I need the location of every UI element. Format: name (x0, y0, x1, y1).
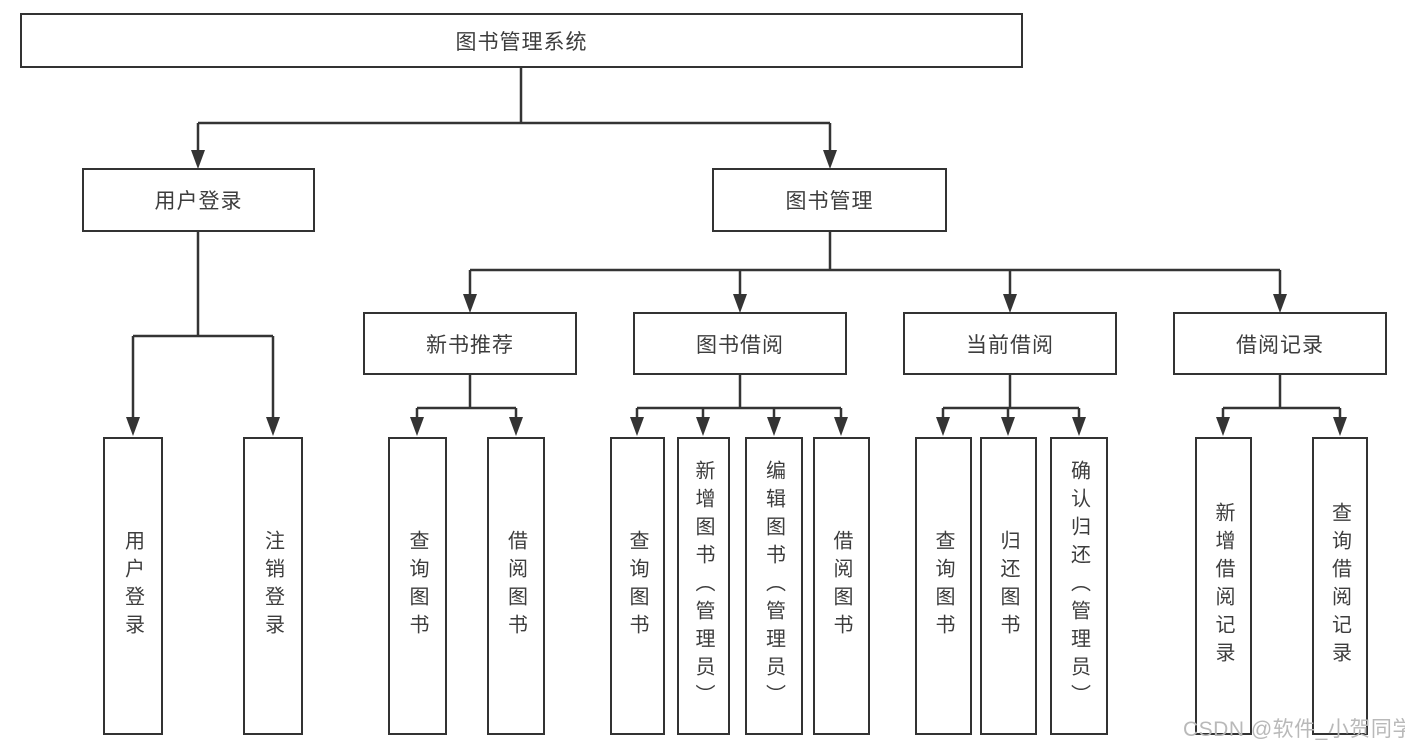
node-current-borrowing: 当前借阅 (903, 312, 1117, 375)
watermark: CSDN @软件_小贺同学 (1183, 718, 1405, 741)
leaf-return-books: 归还图书 (980, 437, 1037, 735)
node-label: 图书管理系统 (455, 30, 588, 54)
leaf-label: 归还图书 (997, 530, 1019, 642)
node-book-borrowing: 图书借阅 (633, 312, 847, 375)
leaf-borrow-books-borrowing: 借阅图书 (813, 437, 870, 735)
leaf-label: 查询图书 (406, 530, 428, 642)
leaf-borrow-books-recommend: 借阅图书 (487, 437, 545, 735)
leaf-label: 确认归还（管理员） (1067, 460, 1090, 712)
node-label: 新书推荐 (426, 333, 514, 357)
leaf-label: 用户登录 (121, 530, 144, 642)
leaf-confirm-return-admin: 确认归还（管理员） (1050, 437, 1108, 735)
leaf-label: 查询图书 (932, 530, 954, 642)
node-label: 用户登录 (154, 190, 243, 213)
node-user-login: 用户登录 (82, 168, 315, 232)
leaf-query-books-borrowing: 查询图书 (610, 437, 665, 735)
leaf-label: 编辑图书（管理员） (762, 460, 785, 712)
leaf-add-books-admin: 新增图书（管理员） (677, 437, 730, 735)
leaf-query-books-recommend: 查询图书 (388, 437, 447, 735)
leaf-user-login: 用户登录 (103, 437, 163, 735)
leaf-edit-books-admin: 编辑图书（管理员） (745, 437, 803, 735)
leaf-label: 借阅图书 (504, 530, 527, 642)
node-borrowing-records: 借阅记录 (1173, 312, 1387, 375)
leaf-add-borrow-record: 新增借阅记录 (1195, 437, 1252, 735)
leaf-query-borrow-record: 查询借阅记录 (1312, 437, 1368, 735)
leaf-label: 借阅图书 (830, 530, 852, 642)
leaf-label: 注销登录 (261, 530, 284, 642)
leaf-label: 新增图书（管理员） (692, 460, 714, 712)
node-library-management-system: 图书管理系统 (20, 13, 1023, 68)
node-label: 当前借阅 (966, 333, 1054, 357)
node-label: 图书借阅 (696, 333, 784, 357)
leaf-logout: 注销登录 (243, 437, 303, 735)
leaf-label: 查询借阅记录 (1328, 502, 1351, 670)
node-label: 借阅记录 (1236, 333, 1324, 357)
node-label: 图书管理 (785, 190, 874, 213)
leaf-label: 查询图书 (626, 530, 648, 642)
leaf-label: 新增借阅记录 (1212, 502, 1234, 670)
node-new-book-recommend: 新书推荐 (363, 312, 577, 375)
node-book-management: 图书管理 (712, 168, 947, 232)
leaf-query-books-current: 查询图书 (915, 437, 972, 735)
